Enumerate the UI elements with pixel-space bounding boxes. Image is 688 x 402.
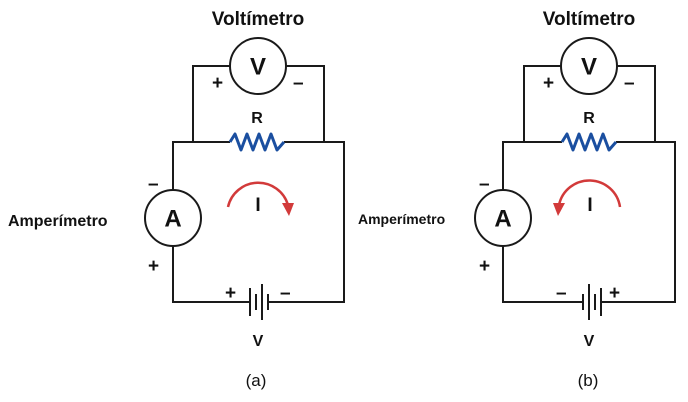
voltmeter-title-a: Voltímetro bbox=[212, 9, 305, 30]
battery-a bbox=[249, 284, 269, 320]
current-label-a: I bbox=[255, 195, 260, 216]
current-arrow-a bbox=[226, 181, 290, 208]
resistor-label-a: R bbox=[251, 110, 263, 127]
current-arrow-b bbox=[557, 179, 622, 208]
battery-b bbox=[582, 284, 602, 320]
ammeter-b bbox=[474, 189, 532, 247]
battery-right-sign-b: + bbox=[609, 283, 620, 304]
voltmeter-a bbox=[229, 37, 287, 95]
panel-b: R Voltímetro V + – Amperímetro A – + I –… bbox=[358, 9, 676, 390]
ammeter-top-sign-a: – bbox=[148, 174, 159, 195]
battery-right-sign-a: – bbox=[280, 283, 291, 304]
battery-left-sign-a: + bbox=[225, 283, 236, 304]
ammeter-title-a: Amperímetro bbox=[8, 213, 108, 230]
battery-label-a: V bbox=[253, 333, 264, 350]
ammeter-title-b: Amperímetro bbox=[358, 211, 445, 227]
ammeter-bottom-sign-b: + bbox=[479, 256, 490, 277]
panel-a: R Voltímetro V + – Amperímetro A – + I +… bbox=[8, 9, 345, 390]
resistor-a bbox=[228, 132, 286, 152]
battery-left-sign-b: – bbox=[556, 283, 567, 304]
caption-b: (b) bbox=[578, 371, 599, 390]
ammeter-symbol-a: A bbox=[164, 206, 181, 233]
resistor-b bbox=[560, 132, 618, 152]
voltmeter-minus-b: – bbox=[624, 73, 635, 94]
voltmeter-title-b: Voltímetro bbox=[543, 9, 636, 30]
main-loop-wire-a bbox=[172, 141, 345, 303]
resistor-label-b: R bbox=[583, 110, 595, 127]
ammeter-bottom-sign-a: + bbox=[148, 256, 159, 277]
battery-label-b: V bbox=[584, 333, 595, 350]
main-loop-wire-b bbox=[502, 141, 676, 303]
voltmeter-branch-wire-b bbox=[523, 65, 656, 142]
caption-a: (a) bbox=[246, 371, 267, 390]
voltmeter-plus-a: + bbox=[212, 73, 223, 94]
current-arrowhead-a bbox=[282, 203, 294, 216]
voltmeter-b bbox=[560, 37, 618, 95]
ammeter-a bbox=[144, 189, 202, 247]
voltmeter-branch-wire-a bbox=[192, 65, 325, 142]
voltmeter-symbol-a: V bbox=[250, 54, 266, 81]
current-label-b: I bbox=[587, 195, 592, 216]
voltmeter-minus-a: – bbox=[293, 73, 304, 94]
ammeter-symbol-b: A bbox=[494, 206, 511, 233]
voltmeter-symbol-b: V bbox=[581, 54, 597, 81]
current-arrowhead-b bbox=[553, 203, 565, 216]
voltmeter-plus-b: + bbox=[543, 73, 554, 94]
ammeter-top-sign-b: – bbox=[479, 174, 490, 195]
